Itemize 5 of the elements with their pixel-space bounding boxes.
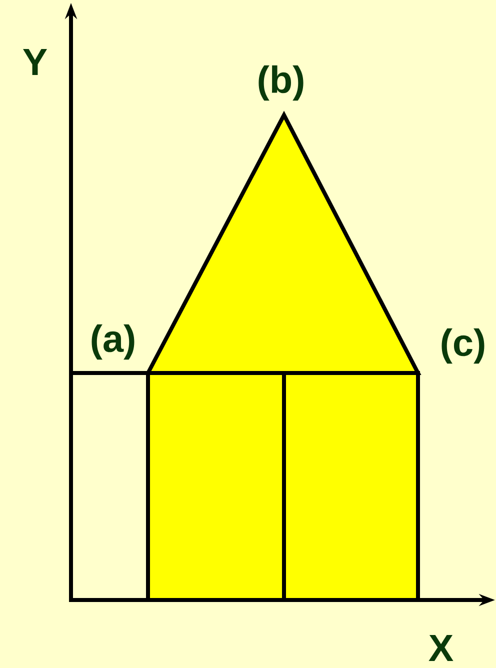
vertex-label: (a)	[92, 324, 134, 360]
vertex-label: (b)	[258, 65, 304, 101]
vertex-label: (c)	[442, 328, 484, 364]
axis-label: X	[428, 634, 454, 662]
axis-label: Y	[23, 48, 48, 76]
